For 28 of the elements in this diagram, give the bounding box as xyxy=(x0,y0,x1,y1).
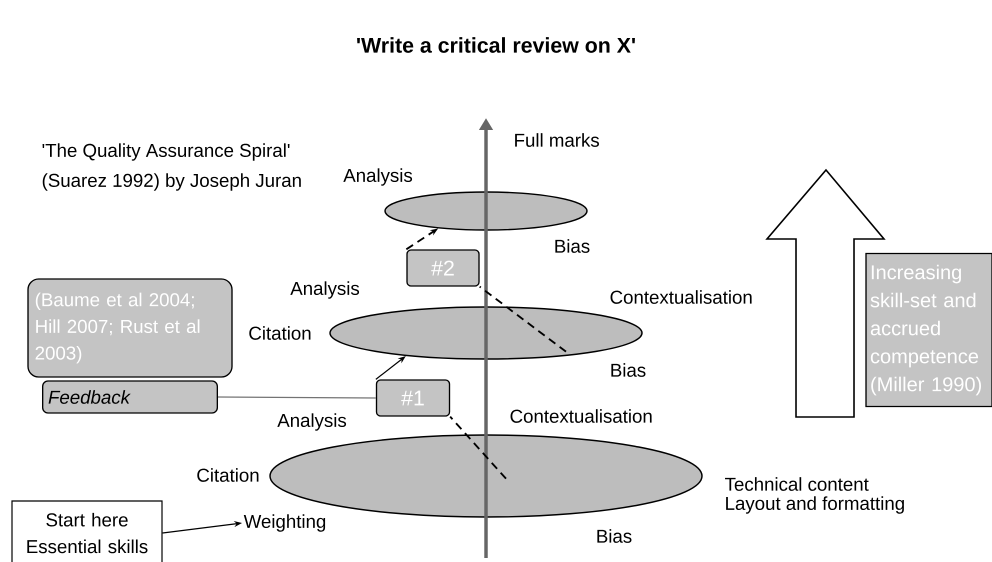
spiral-label: Bias xyxy=(597,529,632,543)
spiral-label: Citation xyxy=(249,326,310,340)
source-note: 'The Quality Assurance Spiral' xyxy=(42,143,290,161)
source-note: (Suarez 1992) by Joseph Juran xyxy=(42,173,301,191)
axis-label: Full marks xyxy=(515,133,599,147)
spiral-label: Layout and formatting xyxy=(726,496,904,514)
step-box: #2 xyxy=(406,249,480,287)
spiral-label: Analysis xyxy=(290,281,360,299)
competence-box: Increasing skill-set and accrued competence (Miller 1990) xyxy=(865,252,992,408)
connector-line xyxy=(479,286,567,352)
spiral-ring xyxy=(329,306,643,360)
start-box: Start here Essential skills xyxy=(11,500,163,562)
connector-line xyxy=(218,396,376,399)
spiral-label: Bias xyxy=(611,363,646,377)
spiral-label: Analysis xyxy=(343,168,412,186)
connector-line xyxy=(449,416,507,480)
feedback-box: Feedback xyxy=(42,380,218,414)
spiral-label: Bias xyxy=(555,239,590,253)
spiral-label: Contextualisation xyxy=(510,409,652,423)
spiral-label: Technical content xyxy=(725,477,869,491)
step-label: Weighting xyxy=(244,514,326,532)
spiral-label: Analysis xyxy=(277,413,346,431)
spiral-label: Citation xyxy=(197,468,258,482)
spiral-label: Contextualisation xyxy=(610,290,752,304)
reference-box: (Baume et al 2004; Hill 2007; Rust et al 2003) xyxy=(27,278,233,378)
step-box: #1 xyxy=(376,379,450,417)
title: 'Write a critical review on X' xyxy=(357,37,635,53)
spiral-ring xyxy=(384,191,588,231)
